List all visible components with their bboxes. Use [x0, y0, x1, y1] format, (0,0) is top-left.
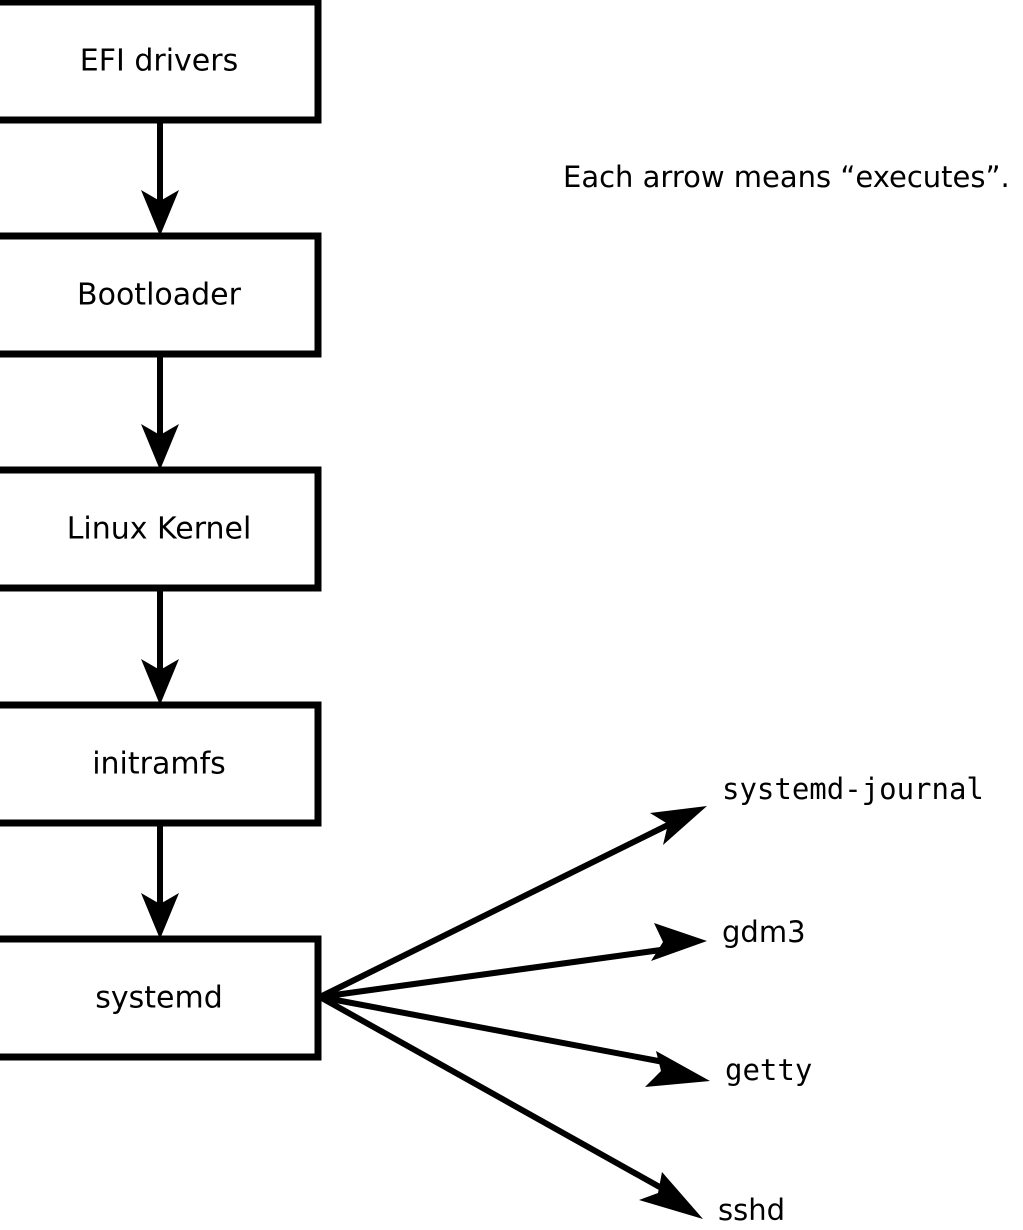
arrow-initramfs-to-systemd	[141, 823, 179, 939]
arrow-systemd-to-systemd-journal	[318, 806, 707, 1000]
service-label-gdm3: gdm3	[722, 915, 806, 949]
arrow-systemd-to-sshd	[318, 994, 703, 1219]
arrow-systemd-to-getty	[319, 994, 710, 1087]
arrow-head-icon	[645, 1051, 710, 1087]
box-efi-drivers[interactable]: EFI drivers	[0, 0, 322, 124]
arrow-bootloader-to-kernel	[141, 354, 179, 470]
arrow-head-icon	[650, 806, 707, 845]
box-label: Linux Kernel	[67, 512, 252, 547]
box-bootloader[interactable]: Bootloader	[0, 232, 322, 358]
arrow-head-down-icon	[141, 893, 179, 939]
arrow-head-down-icon	[141, 190, 179, 236]
diagram-caption: Each arrow means “executes”.	[563, 160, 1010, 194]
box-outline	[0, 701, 322, 827]
arrow-systemd-to-gdm3	[319, 923, 707, 1000]
arrow-head-icon	[639, 1172, 703, 1219]
box-outline	[0, 0, 322, 124]
arrow-kernel-to-initramfs	[141, 588, 179, 705]
arrow-head-icon	[651, 923, 707, 961]
box-label: initramfs	[92, 747, 226, 782]
service-label-getty: getty	[725, 1053, 812, 1087]
arrow-shaft	[319, 994, 670, 1066]
box-systemd[interactable]: systemd	[0, 935, 322, 1061]
box-label: Bootloader	[77, 278, 242, 313]
service-label-systemd-journal: systemd-journal	[722, 772, 984, 806]
arrow-shaft	[318, 994, 667, 1193]
service-label-sshd: sshd	[718, 1193, 785, 1227]
box-label: systemd	[95, 981, 223, 1016]
box-outline	[0, 935, 322, 1061]
arrow-shaft	[319, 946, 669, 1000]
arrow-shaft	[318, 820, 674, 1000]
box-outline	[0, 232, 322, 358]
box-initramfs[interactable]: initramfs	[0, 701, 322, 827]
fanout-arrows-group	[318, 806, 710, 1219]
box-label: EFI drivers	[80, 44, 238, 79]
arrow-head-down-icon	[141, 424, 179, 470]
arrow-efi-to-bootloader	[141, 120, 179, 236]
box-linux-kernel[interactable]: Linux Kernel	[0, 466, 322, 592]
arrow-head-down-icon	[141, 659, 179, 705]
chain-arrows-group	[141, 120, 179, 939]
box-outline	[0, 466, 322, 592]
